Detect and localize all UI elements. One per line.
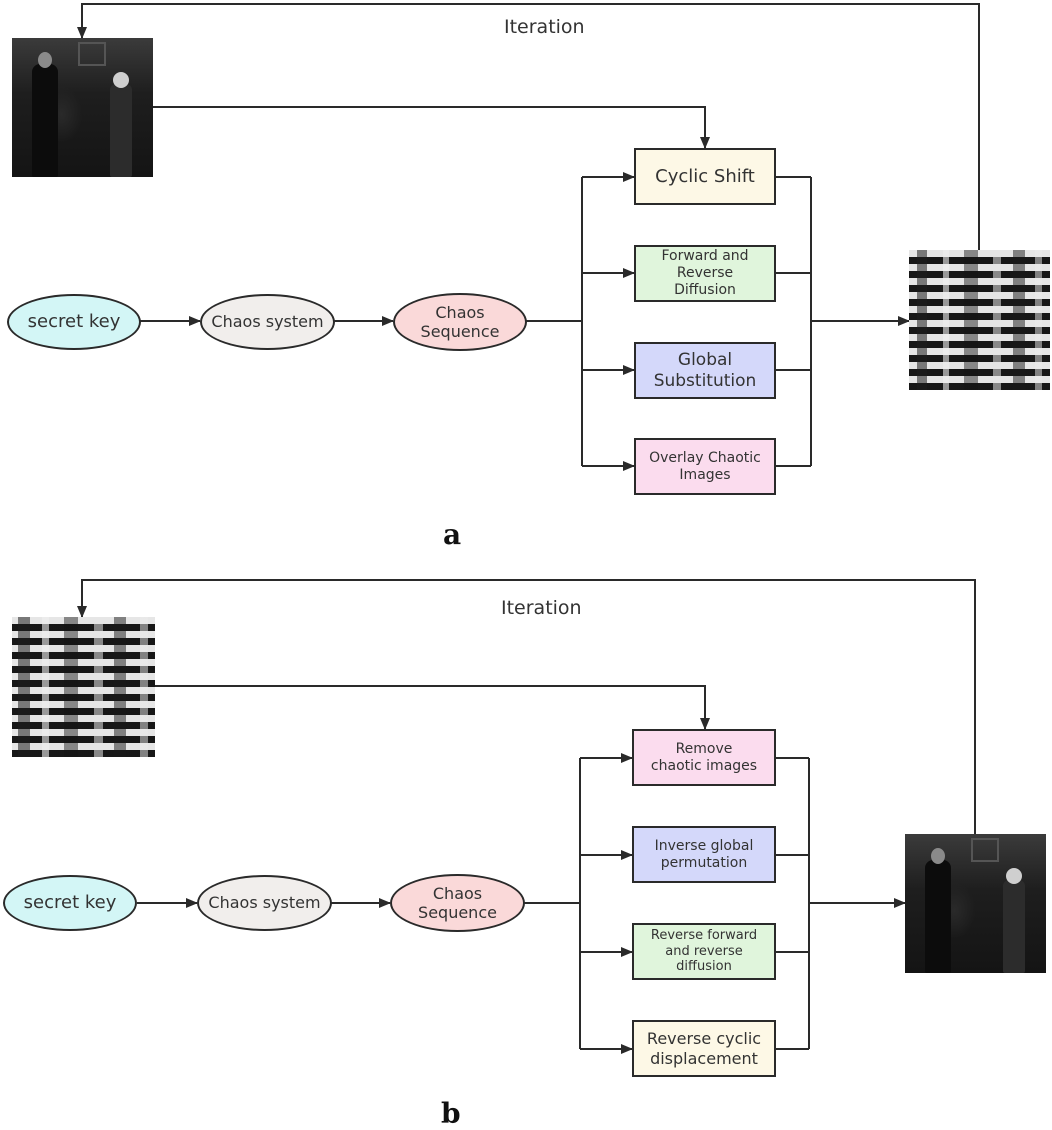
iteration-label-a: Iteration	[504, 16, 585, 38]
panel-a-connectors	[77, 3, 980, 471]
iteration-label-b: Iteration	[501, 597, 582, 619]
step-overlay-chaotic-images: Overlay Chaotic Images	[634, 438, 776, 495]
step-remove-chaotic-images: Remove chaotic images	[632, 729, 776, 786]
panel-letter-a: a	[443, 518, 462, 551]
step-reverse-cyclic-displacement: Reverse cyclic displacement	[632, 1020, 776, 1077]
step-forward-reverse-diffusion: Forward and Reverse Diffusion	[634, 245, 776, 302]
chaos-sequence-node-b: Chaos Sequence	[390, 874, 525, 932]
secret-key-node-b: secret key	[3, 875, 137, 931]
iteration-loop-b	[77, 579, 976, 834]
step-cyclic-shift: Cyclic Shift	[634, 148, 776, 205]
panel-letter-b: b	[441, 1097, 461, 1130]
iteration-loop-a	[77, 3, 980, 250]
image-to-first-step-a	[152, 106, 710, 149]
plain-image-input-a	[12, 38, 153, 177]
panel-b-connectors	[77, 579, 976, 1054]
chaos-system-node-b: Chaos system	[197, 875, 332, 931]
step-global-substitution: Global Substitution	[634, 342, 776, 399]
plain-image-output-b	[905, 834, 1046, 973]
cipher-image-input-b	[12, 617, 155, 757]
chaos-sequence-node-a: Chaos Sequence	[393, 293, 527, 351]
step-reverse-forward-reverse-diffusion: Reverse forward and reverse diffusion	[632, 923, 776, 980]
chaos-system-node-a: Chaos system	[200, 294, 335, 350]
secret-key-node-a: secret key	[7, 294, 141, 350]
image-to-first-step-b	[155, 685, 710, 730]
cipher-image-output-a	[909, 250, 1050, 390]
step-inverse-global-permutation: Inverse global permutation	[632, 826, 776, 883]
